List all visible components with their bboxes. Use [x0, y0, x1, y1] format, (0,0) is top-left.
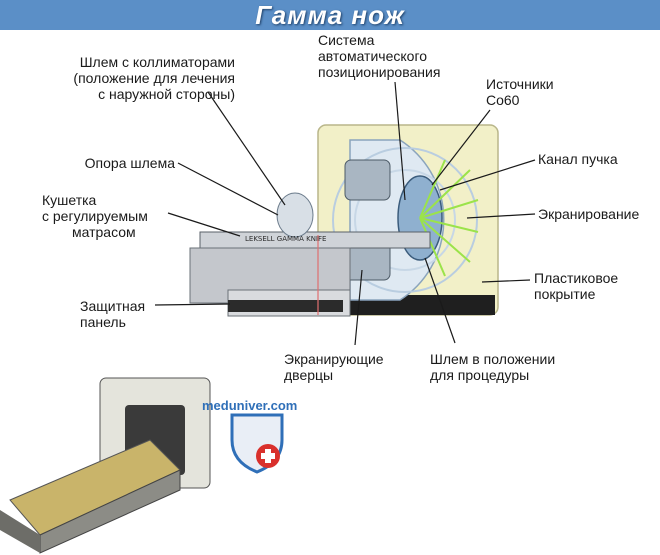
- label-protective-panel-line2: панель: [80, 314, 170, 330]
- label-shielding: Экранирование: [538, 206, 658, 222]
- label-shielding-doors-line1: Экранирующие: [284, 351, 414, 367]
- label-shielding-doors: Экранирующие дверцы: [284, 351, 414, 383]
- label-helmet-collimators-line1: Шлем с коллиматорами: [40, 54, 235, 70]
- label-beam-channel: Канал пучка: [538, 151, 658, 167]
- label-auto-positioning-line3: позиционирования: [318, 64, 468, 80]
- label-couch: Кушетка с регулируемым матрасом: [42, 192, 182, 240]
- label-sources-line1: Источники: [486, 76, 586, 92]
- couch-base-dark: [228, 300, 343, 312]
- logo-cross-v: [265, 449, 271, 463]
- label-protective-panel-line1: Защитная: [80, 298, 170, 314]
- label-auto-positioning: Система автоматического позиционирования: [318, 32, 468, 80]
- label-plastic-cover-line2: покрытие: [534, 286, 654, 302]
- label-shielding-doors-line2: дверцы: [284, 367, 414, 383]
- label-auto-positioning-line1: Система: [318, 32, 468, 48]
- label-couch-line1: Кушетка: [42, 192, 182, 208]
- label-helmet-collimators-line3: с наружной стороны): [40, 86, 235, 102]
- label-auto-positioning-line2: автоматического: [318, 48, 468, 64]
- label-protective-panel: Защитная панель: [80, 298, 170, 330]
- label-helmet-procedure: Шлем в положении для процедуры: [430, 351, 580, 383]
- label-couch-line2: с регулируемым: [42, 208, 182, 224]
- watermark-text[interactable]: meduniver.com: [202, 398, 297, 413]
- label-sources: Источники Со60: [486, 76, 586, 108]
- label-helmet-collimators-line2: (положение для лечения: [40, 70, 235, 86]
- couch-sign-label: LEKSELL GAMMA KNIFE: [245, 235, 326, 243]
- label-couch-line3: матрасом: [42, 224, 182, 240]
- label-helmet-collimators: Шлем с коллиматорами (положение для лече…: [40, 54, 235, 102]
- shielding-door-top: [345, 160, 390, 200]
- pointer-helmet-collimators: [208, 92, 285, 205]
- label-sources-line2: Со60: [486, 92, 586, 108]
- label-plastic-cover-line1: Пластиковое: [534, 270, 654, 286]
- helmet-support-shape: [277, 193, 313, 237]
- label-helmet-procedure-line2: для процедуры: [430, 367, 580, 383]
- meduniver-logo: [232, 415, 282, 472]
- machine-photo: [0, 378, 210, 553]
- label-helmet-support: Опора шлема: [40, 155, 175, 171]
- label-plastic-cover: Пластиковое покрытие: [534, 270, 654, 302]
- pointer-helmet-support: [178, 163, 278, 215]
- label-helmet-procedure-line1: Шлем в положении: [430, 351, 580, 367]
